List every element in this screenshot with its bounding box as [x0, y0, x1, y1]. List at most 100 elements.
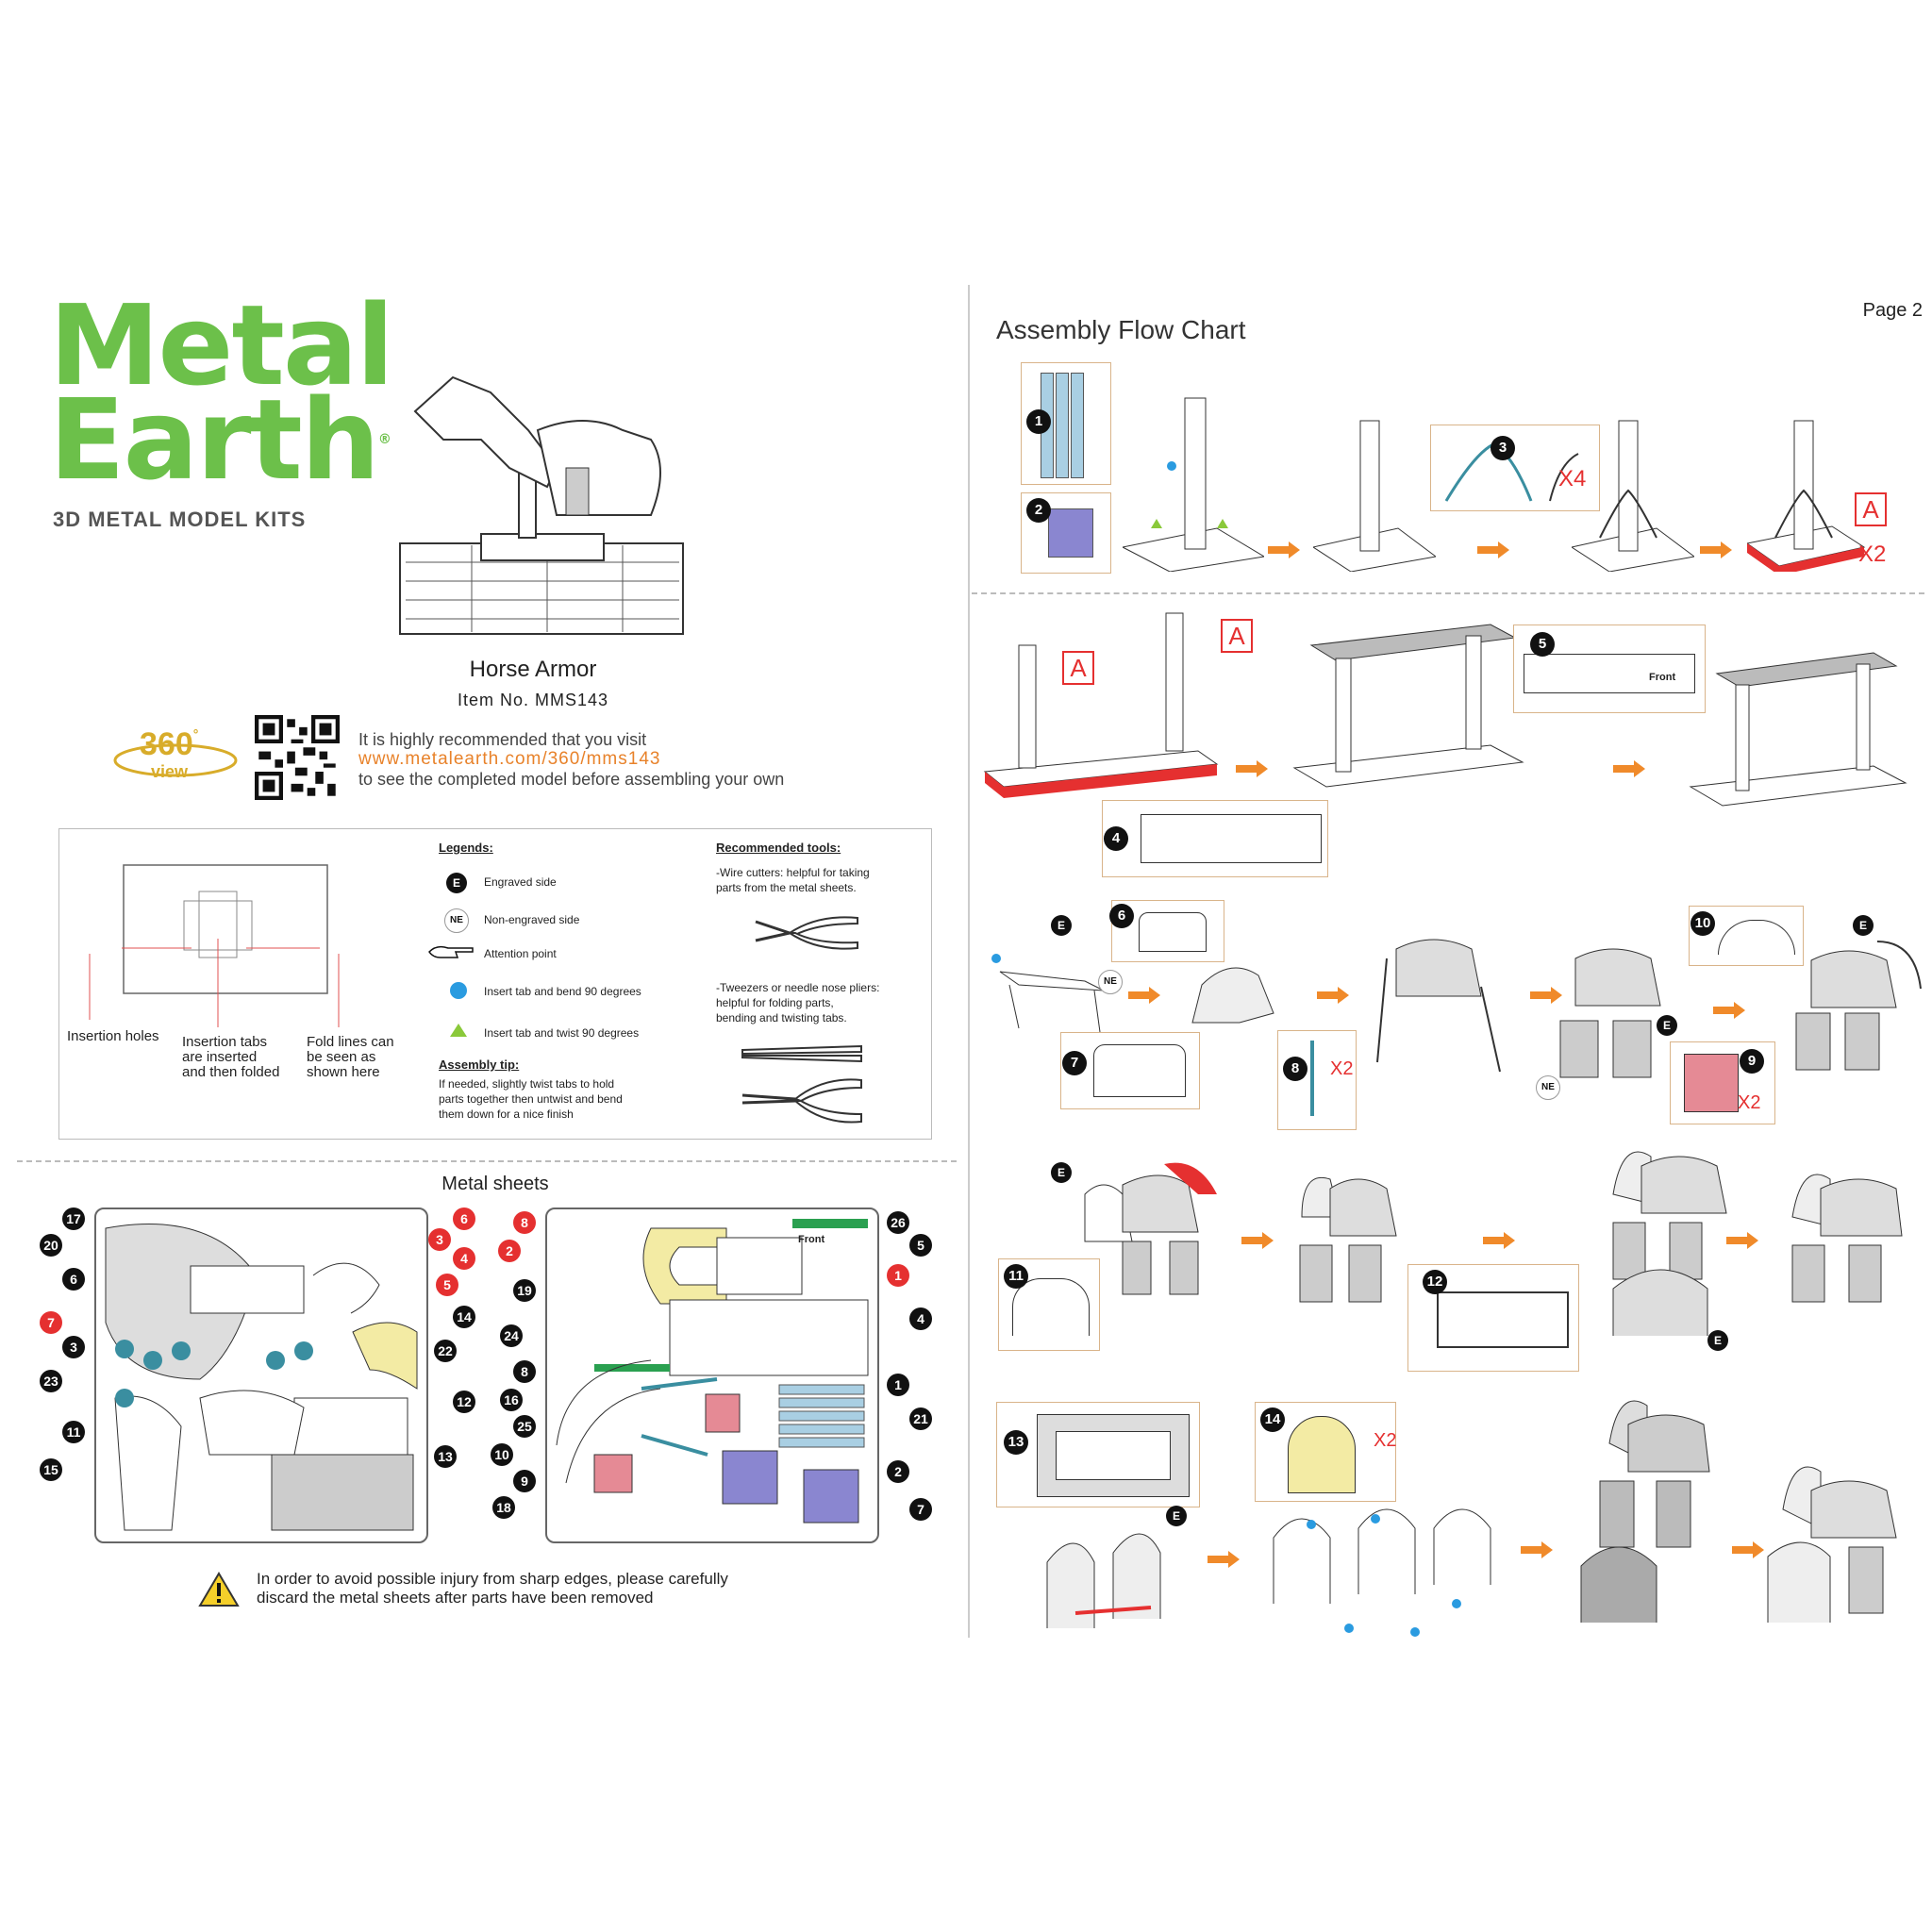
step-4-number: 4: [1104, 826, 1128, 851]
engraved-badge: E: [446, 873, 467, 893]
metal-sheet-2: [545, 1208, 879, 1543]
callout-19: 19: [513, 1279, 536, 1302]
badge-E-9: E: [1657, 1015, 1677, 1036]
horse-head-armor: [413, 375, 558, 489]
pink-mesh-part: [705, 1393, 741, 1433]
blue-strip-parts: [778, 1384, 865, 1448]
multiplier-x2-step8: X2: [1330, 1058, 1354, 1079]
flow-arrow-11: [1483, 1232, 1515, 1249]
sub-assembly-A: [1747, 420, 1866, 572]
diagram-leader-lines: [89, 954, 340, 1027]
multiplier-x2-step14: X2: [1374, 1430, 1397, 1451]
divider-horizontal: [17, 1160, 957, 1162]
flow-arrow-12: [1726, 1232, 1758, 1249]
saddle-step-9: [1559, 948, 1661, 1078]
view-360-word: view: [151, 762, 189, 781]
saddle-frame-step-6: [991, 954, 1108, 1033]
divider-row-1: [972, 592, 1924, 594]
teal-rod-part: [641, 1377, 718, 1391]
callout-26: 26: [887, 1211, 909, 1234]
callout-10: 10: [491, 1443, 513, 1466]
legend-attention: Attention point: [484, 947, 557, 960]
multiplier-x2-step9: X2: [1738, 1092, 1761, 1113]
assembly-with-top-panel: [1292, 624, 1524, 788]
callout-2: 2: [887, 1460, 909, 1483]
callout-1: 1: [887, 1374, 909, 1396]
legs-step-13: [1046, 1533, 1161, 1628]
side-part: [114, 1395, 182, 1531]
badge-NE-6: NE: [1098, 970, 1123, 994]
callout-22: 22: [434, 1340, 457, 1362]
tag-A-row1: A: [1855, 492, 1887, 526]
metal-sheet-1: [94, 1208, 428, 1543]
step-6-number: 6: [1109, 904, 1134, 928]
badge-E-11: E: [1051, 1162, 1072, 1183]
hand-pointer-icon: [428, 945, 474, 958]
assembly-two-posts: [983, 612, 1219, 798]
saddle-step-12-done: [1791, 1174, 1903, 1303]
tweezers-icon: [741, 1044, 862, 1063]
saddle-step-11: [1084, 1162, 1217, 1295]
frame-part: [293, 1397, 408, 1456]
step-8-number: 8: [1283, 1057, 1307, 1081]
flow-arrow-7: [1317, 987, 1349, 1004]
callout-8: 8: [513, 1360, 536, 1383]
callout-24: 24: [500, 1324, 523, 1347]
legend-non-engraved: Non-engraved side: [484, 913, 580, 926]
saddle-step-12a: [1299, 1177, 1397, 1303]
tag-A-row2-right: A: [1221, 619, 1253, 653]
recommendation-url[interactable]: www.metalearth.com/360/mms143: [358, 749, 661, 769]
callout-21: 21: [909, 1407, 932, 1430]
view-360-ring: [113, 743, 238, 777]
legs-step-14: [1273, 1508, 1491, 1637]
flow-arrow-14: [1521, 1541, 1553, 1558]
purple-part: [722, 1450, 778, 1505]
brand-tagline: 3D METAL MODEL KITS: [53, 508, 307, 531]
callout-5-red: 5: [436, 1274, 458, 1296]
stand-post-step-2: [1313, 420, 1436, 572]
step-1-box: [1021, 362, 1111, 485]
tool-tweezers: -Tweezers or needle nose pliers:helpful …: [716, 981, 880, 1024]
callout-13: 13: [434, 1445, 457, 1468]
flow-arrow-3: [1700, 541, 1732, 558]
green-part: [792, 1219, 868, 1228]
flow-arrow-4: [1236, 760, 1268, 777]
step-11-number: 11: [1004, 1264, 1028, 1289]
view-360-logo[interactable]: 360° view: [109, 724, 242, 789]
product-title: Horse Armor: [469, 657, 597, 682]
step-9-number: 9: [1740, 1049, 1764, 1074]
callout-8-red: 8: [513, 1211, 536, 1234]
flow-arrow-6: [1128, 987, 1160, 1004]
step-2-number: 2: [1026, 498, 1051, 523]
step-8-box: [1277, 1030, 1357, 1130]
flow-arrow-1: [1268, 541, 1300, 558]
teal-ornaments: [115, 1340, 313, 1407]
callout-5: 5: [909, 1234, 932, 1257]
saddle-top-part: [190, 1265, 305, 1314]
legends-heading: Legends:: [439, 841, 493, 855]
callout-3: 3: [62, 1336, 85, 1358]
callout-4: 4: [909, 1307, 932, 1330]
brand-line-1: Metal: [49, 280, 394, 410]
brand-line-2: Earth: [49, 375, 380, 505]
assembly-step-5-done: [1689, 652, 1907, 807]
qr-code[interactable]: [255, 715, 340, 800]
callout-12: 12: [453, 1391, 475, 1413]
divider-vertical: [968, 285, 970, 1638]
saddle-step-12b: [1612, 1151, 1727, 1336]
callout-9: 9: [513, 1470, 536, 1492]
warning-text: In order to avoid possible injury from s…: [257, 1570, 728, 1607]
saddle-step-10: [1795, 941, 1922, 1071]
step-10-number: 10: [1690, 911, 1715, 936]
callout-18: 18: [492, 1496, 515, 1519]
multiplier-x2-row1: X2: [1858, 541, 1887, 567]
callout-16: 16: [500, 1389, 523, 1411]
registered-mark: ®: [377, 432, 391, 447]
flow-chart-title: Assembly Flow Chart: [996, 315, 1246, 344]
purple-part-2: [803, 1469, 859, 1524]
flow-front-label: Front: [1649, 672, 1676, 683]
